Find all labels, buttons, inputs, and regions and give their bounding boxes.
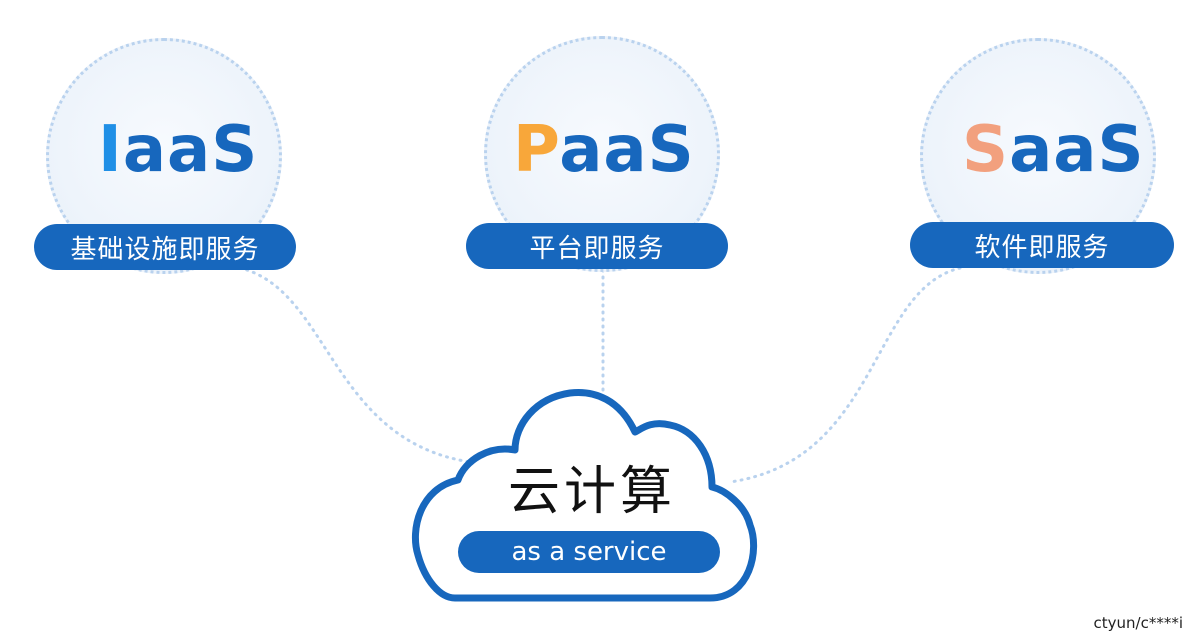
paas-rest: aaS (559, 113, 695, 187)
saas-label: 软件即服务 (974, 232, 1110, 263)
connector-saas (728, 266, 962, 484)
paas-label: 平台即服务 (529, 233, 665, 264)
saas-first-letter: S (962, 113, 1010, 187)
saas-title: SaaS (962, 118, 1145, 182)
iaas-rest: aaS (122, 113, 259, 187)
paas-first-letter: P (513, 113, 560, 187)
watermark: ctyun/c****i (1093, 614, 1184, 632)
paas-title: PaaS (513, 118, 695, 182)
paas-label-pill: 平台即服务 (466, 223, 728, 269)
saas-label-pill: 软件即服务 (910, 222, 1174, 268)
iaas-label: 基础设施即服务 (70, 234, 260, 265)
cloud-subtitle-pill: as a service (458, 531, 720, 573)
connector-iaas (238, 266, 472, 464)
cloud-subtitle: as a service (511, 537, 667, 567)
cloud-title: 云计算 (507, 462, 676, 522)
iaas-first-letter: I (98, 113, 123, 187)
iaas-title: IaaS (98, 118, 258, 182)
saas-rest: aaS (1009, 113, 1145, 187)
iaas-label-pill: 基础设施即服务 (34, 224, 296, 270)
